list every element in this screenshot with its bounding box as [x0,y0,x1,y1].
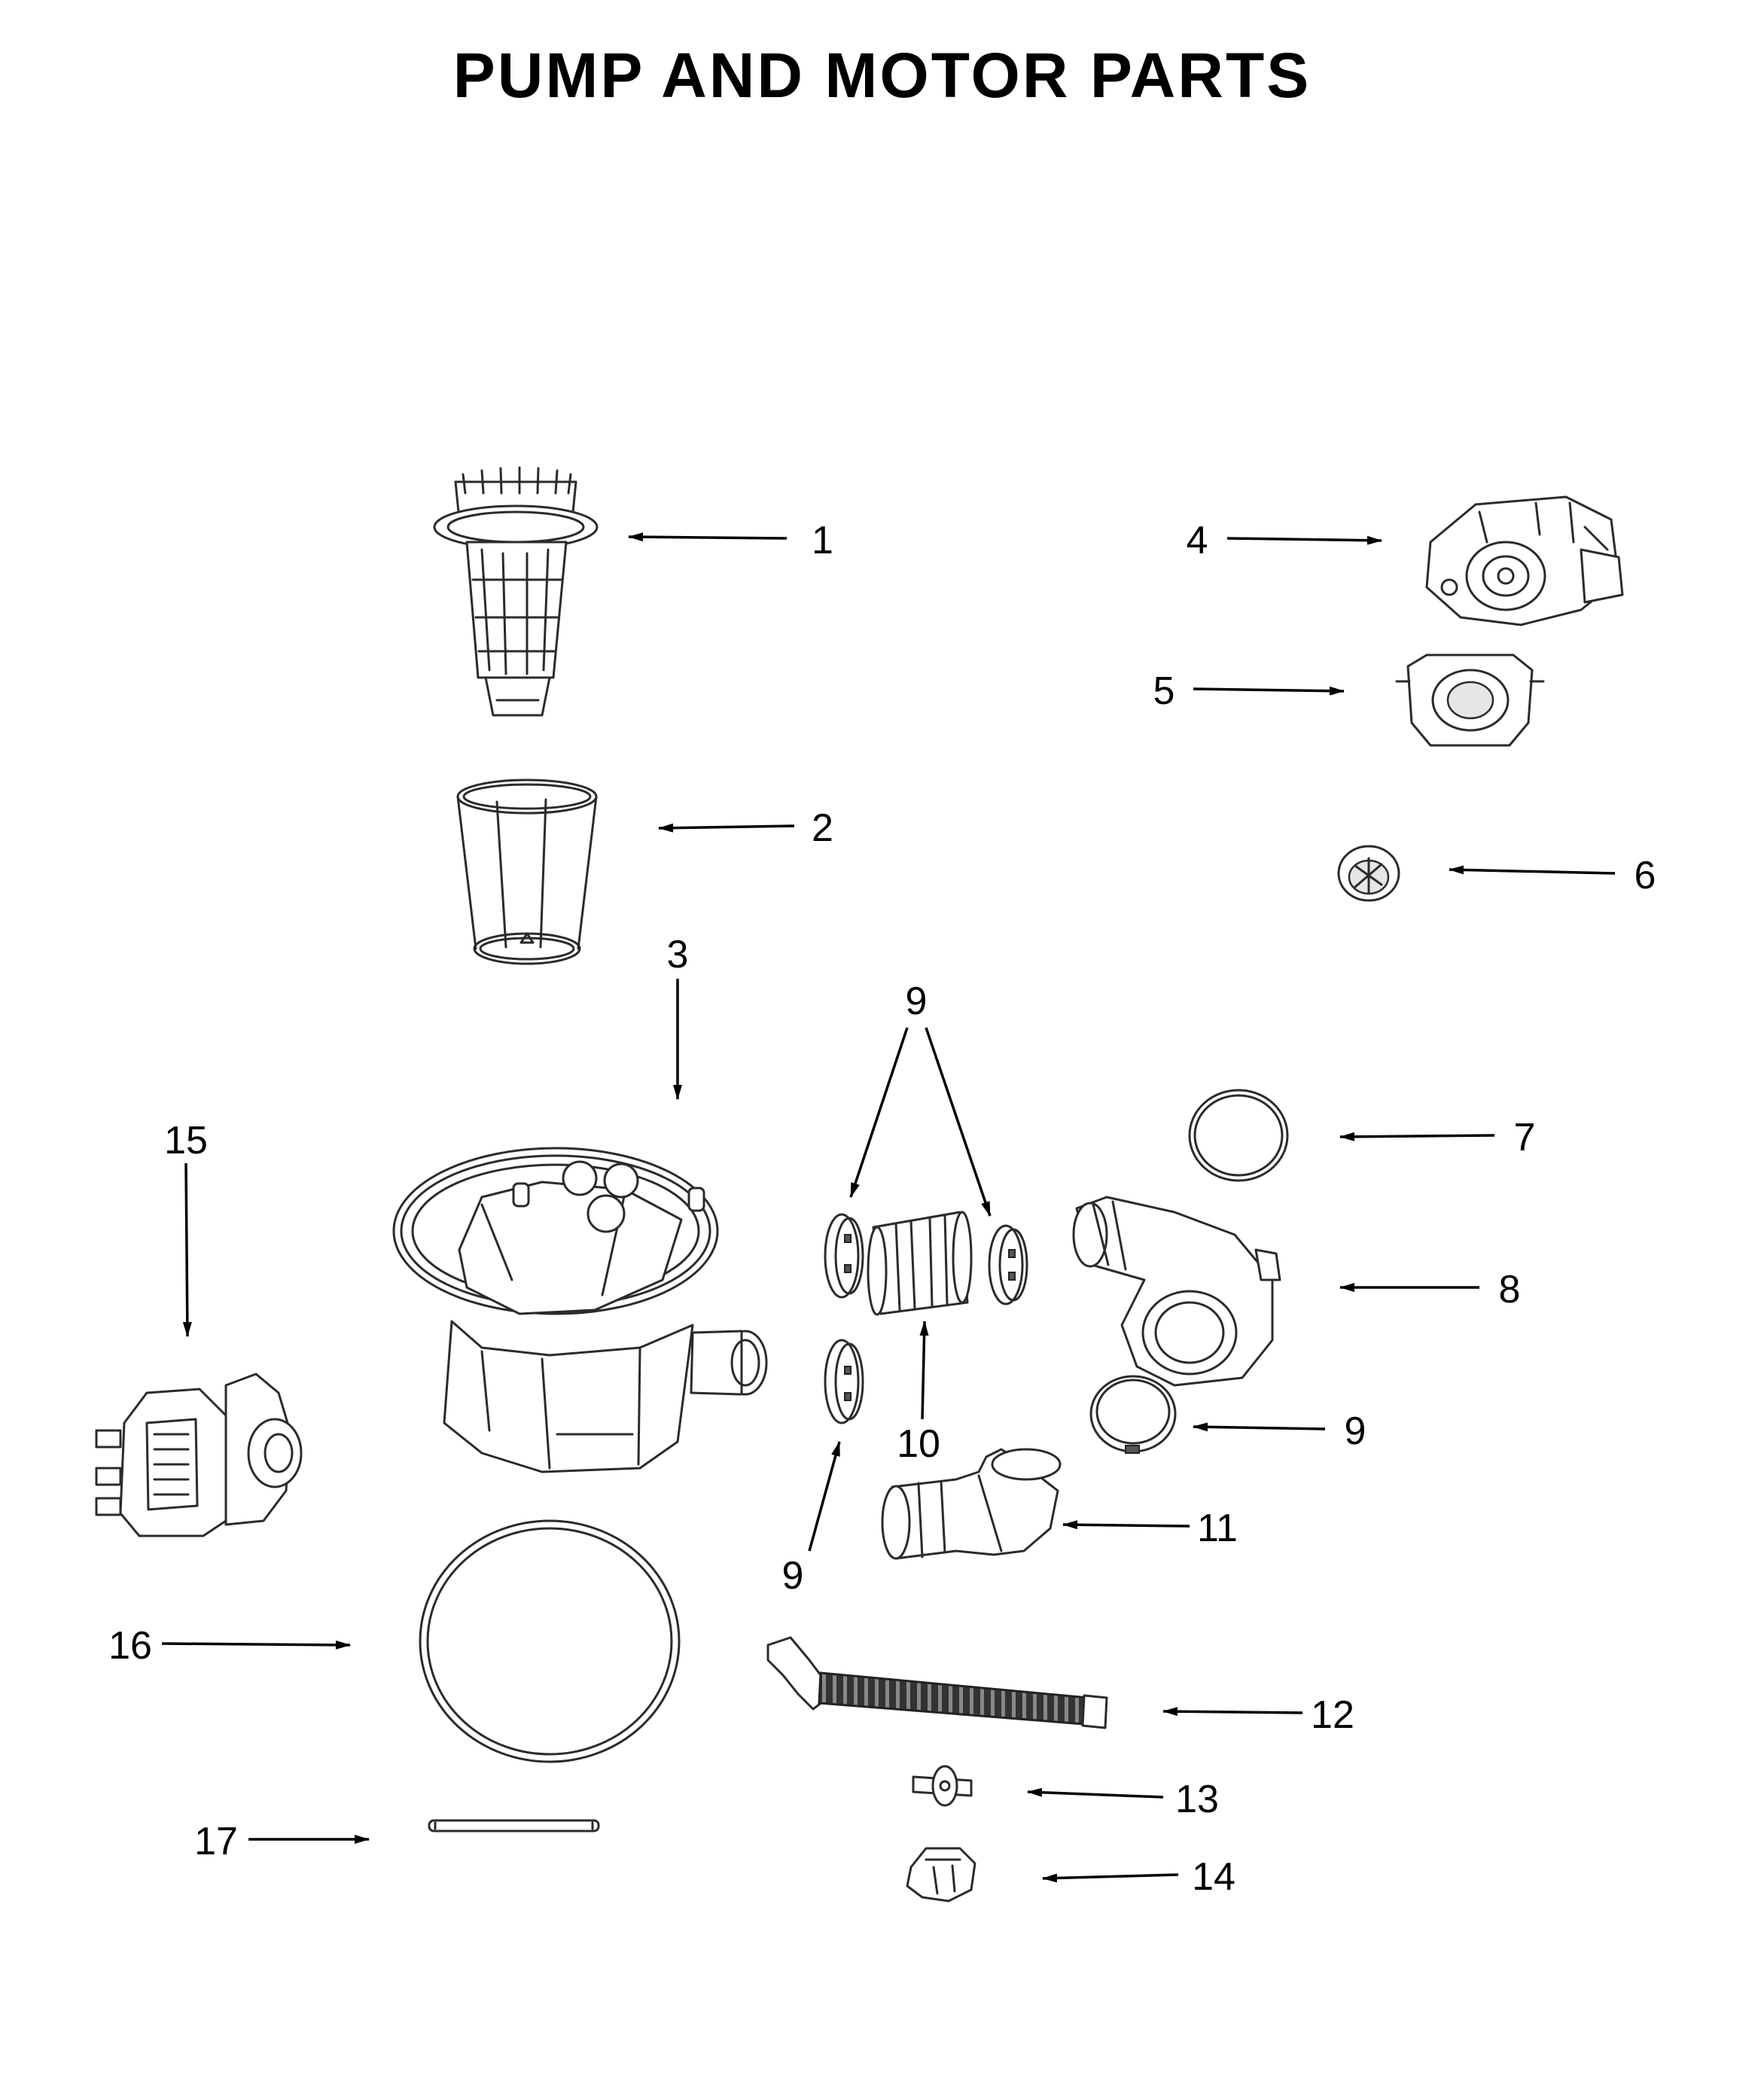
part-2-fine-filter [456,778,598,965]
part-9-clamp-right [1089,1375,1177,1454]
callout-17: 17 [194,1820,238,1863]
callout-8: 8 [1499,1268,1521,1312]
callout-9-top: 9 [906,980,928,1023]
callout-labels: 1 2 3 4 5 6 7 8 9 9 9 10 11 12 13 14 15 … [108,519,1656,1899]
part-17-tube [428,1819,600,1833]
part-16-gasket [419,1519,681,1763]
callout-12: 12 [1311,1693,1354,1737]
callout-5: 5 [1153,669,1175,713]
callout-4: 4 [1187,519,1208,562]
part-9-clamp-top-left [824,1213,864,1299]
callout-1: 1 [812,519,833,562]
part-12-drain-hose [766,1636,1108,1729]
part-9-clamp-top-right [988,1224,1028,1306]
part-14-sensor [906,1847,976,1903]
callout-9-right: 9 [1345,1409,1366,1453]
callout-14: 14 [1192,1855,1235,1899]
leader-arrows [161,532,1616,1883]
callout-6: 6 [1635,854,1656,897]
part-7-o-ring [1188,1089,1289,1182]
part-8-pump-volute [1072,1196,1281,1387]
part-3-sump-housing [392,1147,768,1473]
part-13-check-valve [912,1765,973,1807]
callout-13: 13 [1175,1778,1219,1821]
callout-3: 3 [667,933,689,976]
callout-10: 10 [897,1422,940,1466]
part-15-drain-pump [95,1373,303,1537]
part-6-impeller [1337,845,1400,902]
callout-15: 15 [164,1119,208,1162]
page-title: PUMP AND MOTOR PARTS [452,40,1312,111]
part-4-circulation-motor [1425,495,1624,626]
callout-2: 2 [812,806,833,850]
part-9-clamp-bottom [824,1339,864,1424]
callout-11: 11 [1197,1507,1238,1550]
part-10-coupler [867,1211,973,1316]
callout-9-bottom: 9 [782,1554,804,1598]
callout-16: 16 [108,1624,152,1668]
part-11-elbow-hose [881,1448,1062,1560]
callout-7: 7 [1514,1116,1536,1159]
part-1-filter-assembly [433,466,599,717]
part-5-pump-cover [1395,654,1545,747]
